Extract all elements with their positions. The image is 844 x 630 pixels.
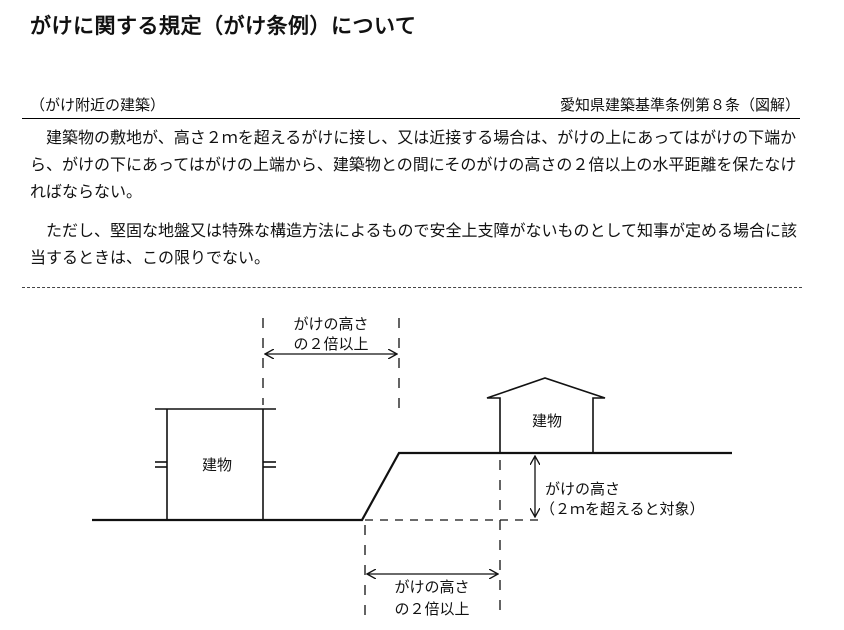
bottom-dimension-label-line2: の２倍以上 [394, 600, 469, 618]
paragraph-main: 建築物の敷地が、高さ２ｍを超えるがけに接し、又は近接する場合は、がけの上にあって… [30, 124, 800, 205]
paragraph-main-text: 建築物の敷地が、高さ２ｍを超えるがけに接し、又は近接する場合は、がけの上にあって… [30, 128, 797, 201]
building-lower-label: 建物 [202, 456, 232, 474]
bottom-dimension-label-line1: がけの高さ [394, 578, 469, 596]
lower-ground-line [92, 451, 732, 522]
paragraph-exception-text: ただし、堅固な地盤又は特殊な構造方法によるもので安全上支障がないものとして知事が… [30, 221, 798, 267]
header-rule [22, 118, 800, 119]
page-title: がけに関する規定（がけ条例）について [30, 14, 417, 38]
section-divider [22, 287, 802, 288]
building-upper-label: 建物 [532, 412, 562, 430]
cliff-height-label-line1: がけの高さ [545, 480, 620, 498]
ordinance-reference: 愛知県建築基準条例第８条（図解） [559, 96, 800, 114]
paragraph-exception: ただし、堅固な地盤又は特殊な構造方法によるもので安全上支障がないものとして知事が… [30, 217, 800, 271]
top-dimension-label-line1: がけの高さ [293, 315, 368, 333]
top-dimension-label-line2: の２倍以上 [293, 335, 368, 353]
building-upper [486, 377, 606, 453]
building-lower [155, 408, 276, 520]
section-label: （がけ附近の建築） [30, 96, 166, 114]
cliff-height-label-line2: （２ｍを超えると対象） [540, 500, 705, 518]
